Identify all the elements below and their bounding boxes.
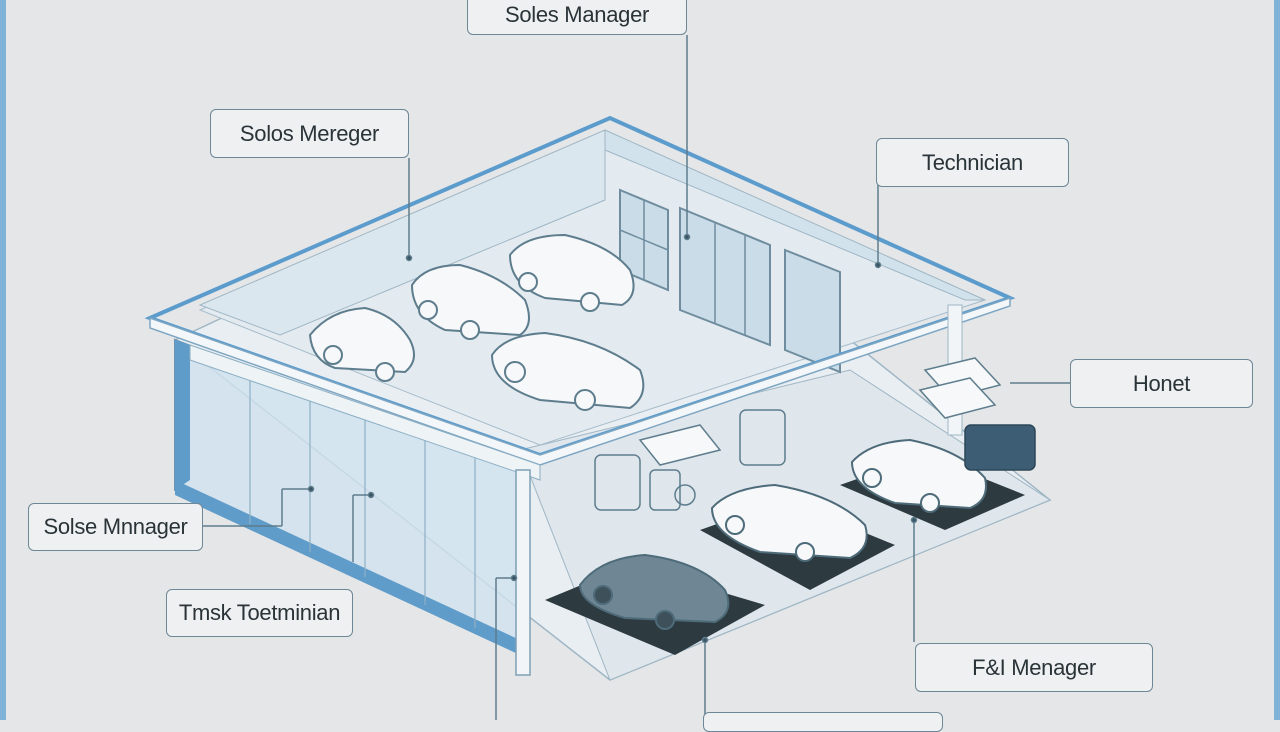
upper-back-wall-left <box>198 129 606 336</box>
leader-lines <box>203 35 1070 720</box>
showroom-car <box>410 263 530 340</box>
support-column <box>515 469 531 676</box>
right-frame-edge <box>1274 0 1280 720</box>
label-bottom <box>703 712 943 732</box>
upper-back-wall-right <box>604 129 986 301</box>
left-frame-edge <box>0 0 6 720</box>
slab-front-thickness <box>189 344 541 481</box>
service-equipment <box>594 357 1036 511</box>
showroom-cars <box>308 233 645 411</box>
facade-mullions <box>249 368 476 628</box>
window-dividers <box>619 200 746 335</box>
back-wall-windows <box>619 188 841 374</box>
label-upper-left: Solos Mereger <box>210 109 409 158</box>
front-facade-strip <box>175 340 190 490</box>
service-cars <box>578 438 987 630</box>
service-car <box>578 553 730 630</box>
roof-slab-edge <box>149 296 1011 466</box>
label-lower-left: Tmsk Toetminian <box>166 589 353 637</box>
showroom-car <box>508 233 635 312</box>
showroom-car <box>308 306 415 382</box>
label-right: Honet <box>1070 359 1253 408</box>
showroom-car <box>490 331 645 411</box>
label-upper-right: Technician <box>876 138 1069 187</box>
service-car <box>850 438 987 513</box>
front-facade-base <box>175 480 520 655</box>
label-left: Solse Mnnager <box>28 503 203 551</box>
service-car <box>710 483 868 562</box>
label-lower-right: F&I Menager <box>915 643 1153 692</box>
label-top: Soles Manager <box>467 0 687 35</box>
